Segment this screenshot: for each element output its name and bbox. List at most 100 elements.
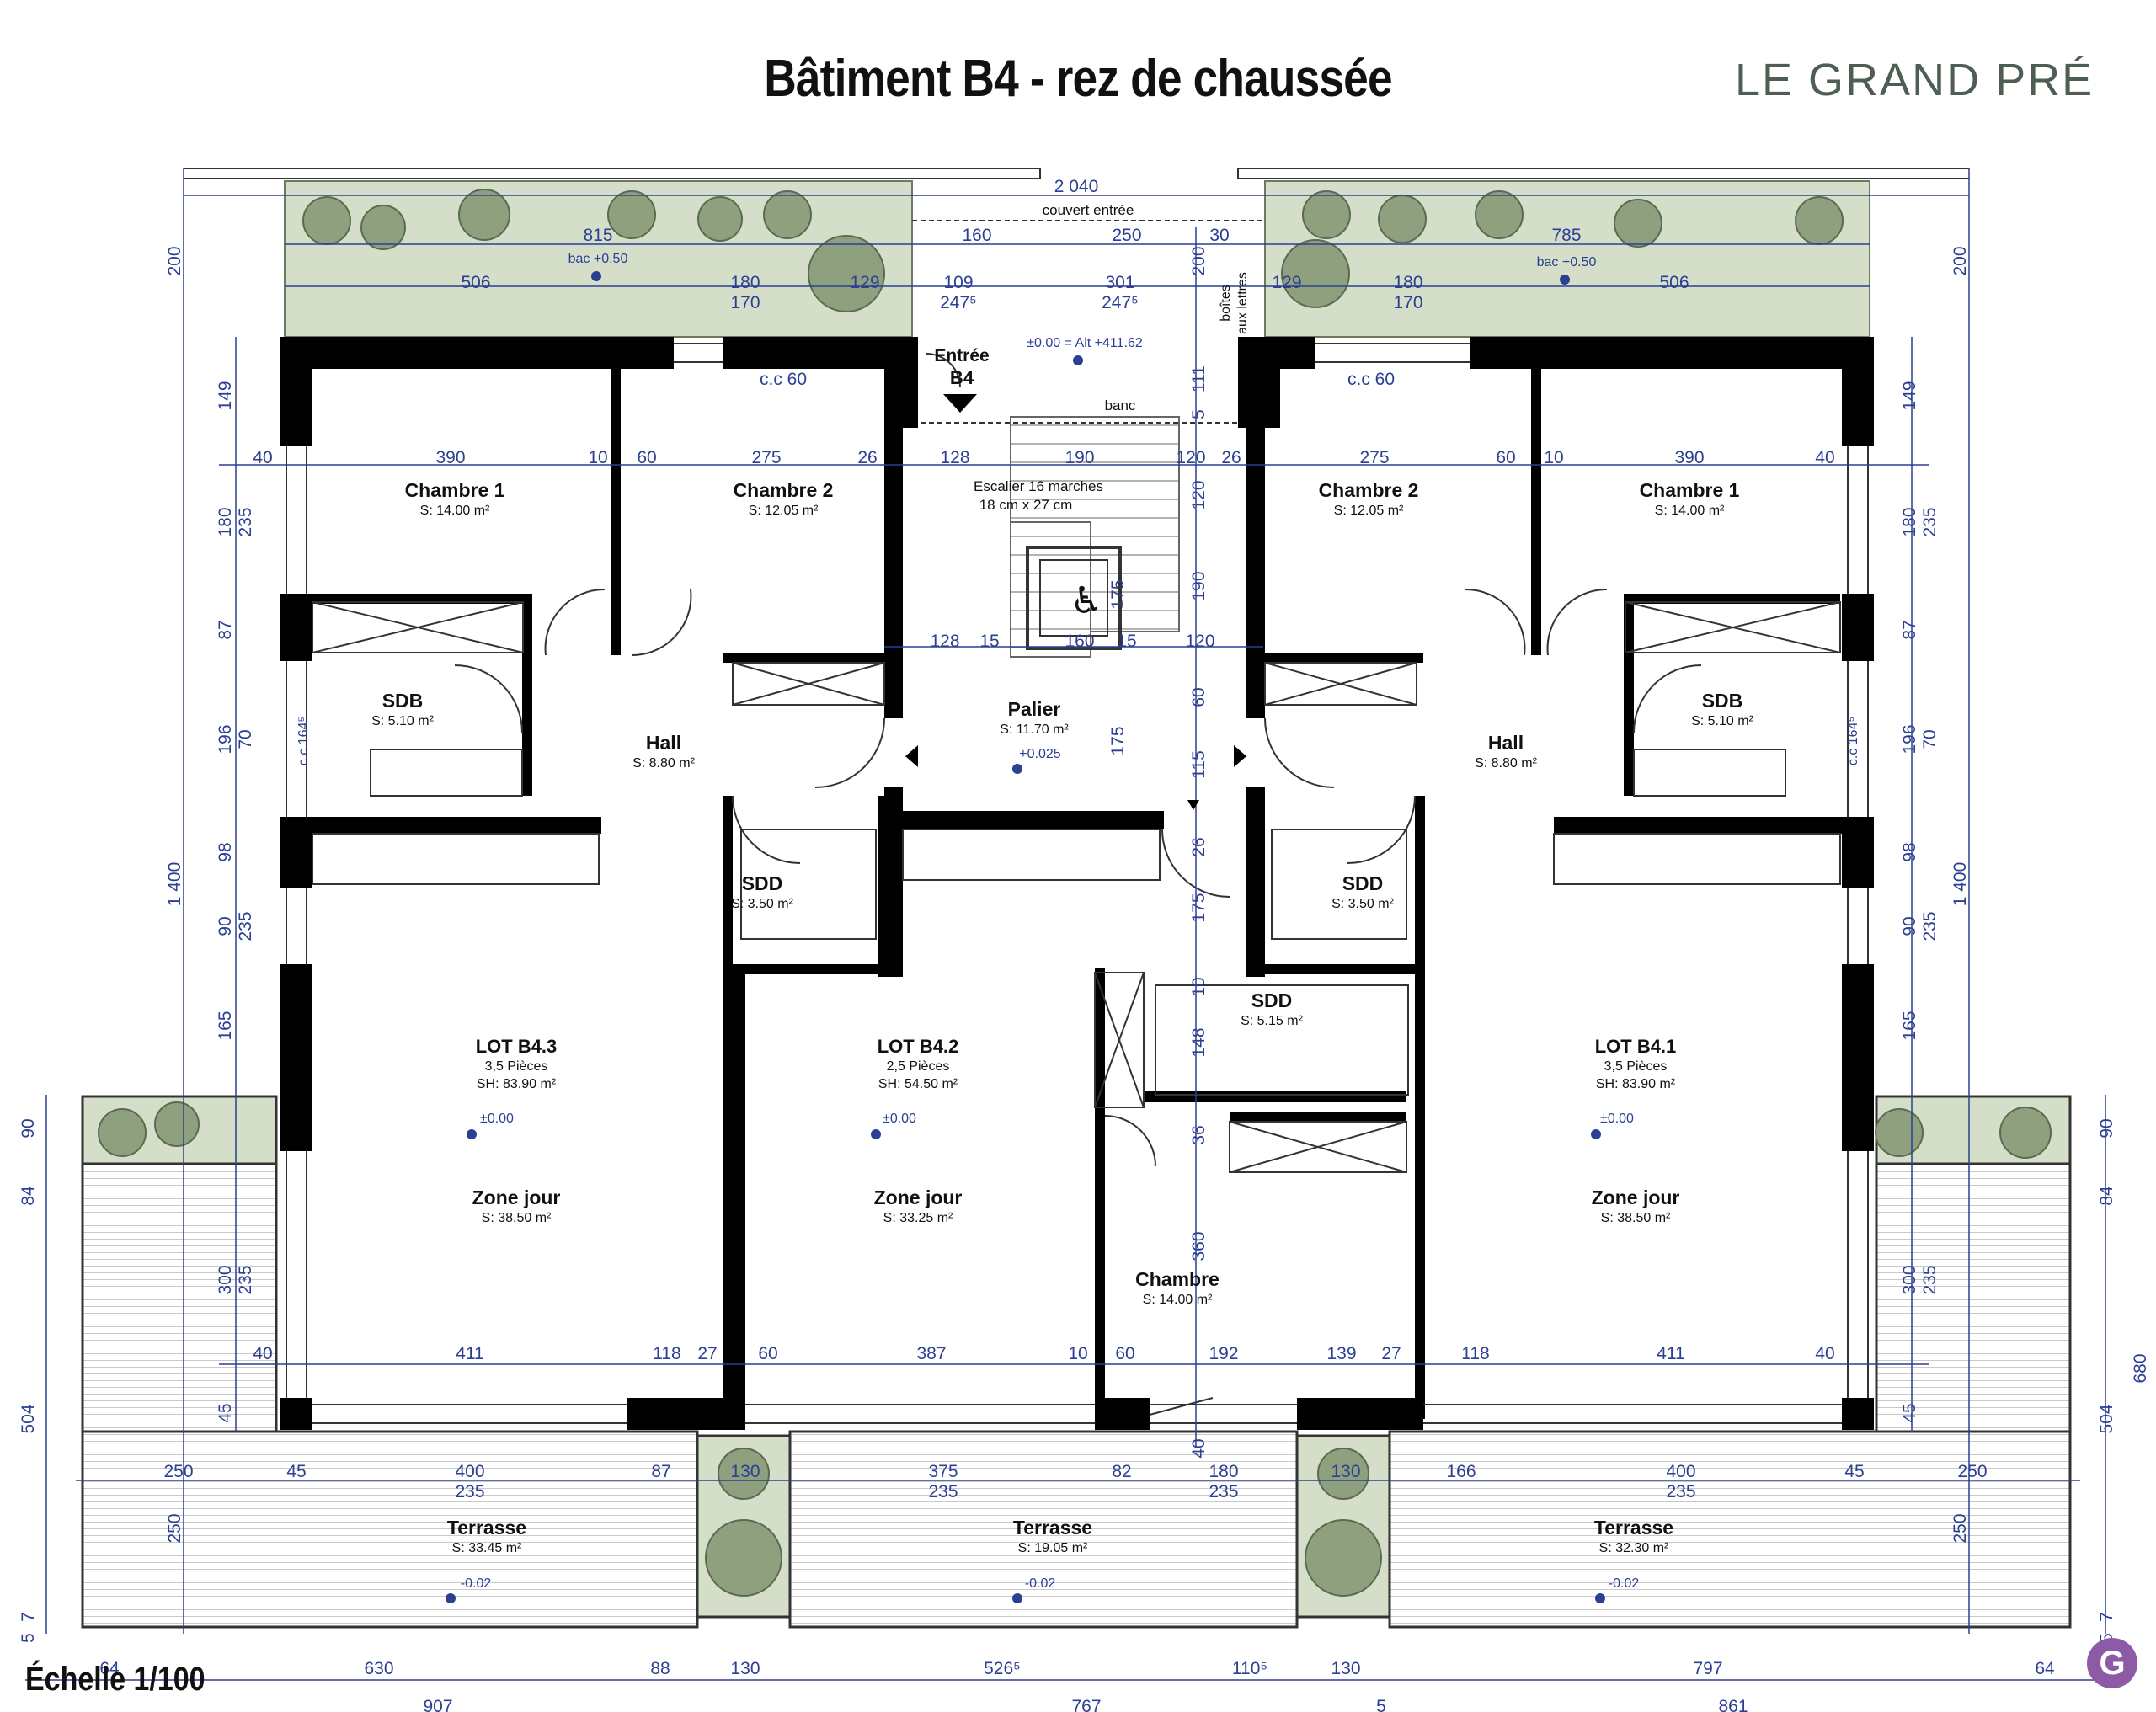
lot-sh: SH: 83.90 m² — [476, 1077, 557, 1091]
level-lot-b43: ±0.00 — [480, 1112, 514, 1126]
brand-logo: LE GRAND PRÉ — [1735, 55, 2095, 105]
dim-bed-60-r: 60 — [1496, 448, 1515, 467]
dim-bed-10-l: 10 — [588, 448, 607, 467]
dim-109: 109 — [943, 273, 973, 292]
dim-ter-235-2: 235 — [928, 1482, 958, 1501]
dimv-l-235b: 235 — [236, 911, 255, 941]
corner-logo: G — [2087, 1638, 2137, 1688]
dimension-lines — [25, 168, 2131, 1681]
dim-bed-26-l: 26 — [857, 448, 877, 467]
room-name: Chambre 1 — [1639, 479, 1740, 501]
dimv-c-10: 10 — [1189, 977, 1209, 996]
dim-2475-left: 247⁵ — [940, 293, 977, 312]
dim-pal-15-l: 15 — [979, 632, 999, 651]
deck-right — [1875, 1162, 2072, 1433]
room-area: S: 3.50 m² — [731, 897, 793, 911]
dim-bot-1105: 110⁵ — [1232, 1659, 1267, 1678]
entree-text: Entrée — [934, 346, 990, 365]
room-chambre2-left: Chambre 2 S: 12.05 m² — [734, 478, 834, 520]
dim-170-left: 170 — [730, 293, 760, 312]
dim-liv-118-r: 118 — [1461, 1344, 1489, 1363]
lot-pieces: 3,5 Pièces — [484, 1059, 548, 1074]
dim-liv-27-l: 27 — [697, 1344, 717, 1363]
dim-160: 160 — [962, 226, 991, 245]
dim-ter-130-l: 130 — [730, 1462, 760, 1481]
stairs-flight — [1010, 521, 1091, 658]
dim-ter-400-r: 400 — [1666, 1462, 1695, 1481]
dimv-c-5: 5 — [1189, 409, 1209, 419]
room-area: S: 14.00 m² — [1142, 1293, 1213, 1307]
dim-bed-128: 128 — [940, 448, 969, 467]
dimv-r-680: 680 — [2131, 1353, 2150, 1383]
level-terrasse-3: -0.02 — [1609, 1576, 1640, 1591]
label-aux-lettres: aux lettres — [1235, 272, 1250, 334]
dim-170-right: 170 — [1393, 293, 1422, 312]
dimv-l-180: 180 — [216, 507, 235, 536]
dim-bed-390-r: 390 — [1674, 448, 1704, 467]
deck-bottom-3 — [1388, 1430, 2072, 1629]
dimv-c-111: 111 — [1189, 365, 1209, 392]
lot-name: LOT B4.2 — [877, 1036, 959, 1057]
dim-ter-45-r: 45 — [1844, 1462, 1864, 1481]
building-code: B4 — [949, 367, 974, 388]
room-name: Hall — [645, 732, 682, 754]
dimv-r-70: 70 — [1920, 729, 1940, 749]
room-area: S: 32.30 m² — [1598, 1541, 1669, 1555]
dimv-r-84: 84 — [2097, 1186, 2116, 1206]
dim-ter-87: 87 — [651, 1462, 670, 1481]
level-markers — [446, 271, 1605, 1603]
dim-pal-128: 128 — [930, 632, 959, 651]
dimv-c-360: 360 — [1189, 1231, 1209, 1261]
dim-liv-387: 387 — [916, 1344, 946, 1363]
dimv-l-45: 45 — [216, 1403, 235, 1422]
dimv-c-175a: 175 — [1108, 579, 1128, 609]
dimv-r-300: 300 — [1900, 1265, 1919, 1294]
room-hall-right: Hall S: 8.80 m² — [1475, 731, 1537, 772]
room-zone-jour-right: Zone jour S: 38.50 m² — [1592, 1186, 1680, 1227]
doors — [454, 353, 1702, 1416]
dim-ter-82: 82 — [1112, 1462, 1131, 1481]
dim-liv-60-m: 60 — [1115, 1344, 1134, 1363]
dimv-l-235a: 235 — [236, 507, 255, 536]
room-sdd-center: SDD S: 5.15 m² — [1241, 989, 1303, 1030]
dimv-l-90: 90 — [216, 916, 235, 936]
dimv-r-250: 250 — [1951, 1513, 1970, 1543]
dim-506-left: 506 — [461, 273, 490, 292]
room-palier: Palier S: 11.70 m² — [1000, 697, 1069, 739]
dim-liv-40-r: 40 — [1815, 1344, 1834, 1363]
dim-bed-390-l: 390 — [435, 448, 465, 467]
dimv-l-5: 5 — [19, 1633, 38, 1643]
dim-bed-275-l: 275 — [751, 448, 781, 467]
room-name: SDB — [1701, 690, 1743, 712]
level-palier: +0.025 — [1019, 747, 1060, 761]
dim-bot2-767: 767 — [1071, 1697, 1101, 1712]
dim-301: 301 — [1105, 273, 1134, 292]
dimv-l-70: 70 — [236, 729, 255, 749]
dimv-l-196: 196 — [216, 724, 235, 754]
room-name: Zone jour — [472, 1187, 561, 1208]
dim-bed-10-r: 10 — [1544, 448, 1563, 467]
room-name: Terrasse — [446, 1517, 527, 1539]
lot-pieces: 2,5 Pièces — [886, 1059, 950, 1074]
dimv-l-200: 200 — [165, 246, 184, 275]
room-area: S: 8.80 m² — [632, 756, 695, 771]
dim-bed-60-l: 60 — [637, 448, 656, 467]
lot-pieces: 3,5 Pièces — [1604, 1059, 1668, 1074]
dim-ter-250-r: 250 — [1957, 1462, 1987, 1481]
room-name: Chambre 2 — [733, 479, 834, 501]
room-chambre1-left: Chambre 1 S: 14.00 m² — [405, 478, 505, 520]
wheelchair-icon: ♿ — [1070, 579, 1102, 622]
room-name: Zone jour — [873, 1187, 963, 1208]
room-name: Hall — [1487, 732, 1524, 754]
dim-bot-130-l: 130 — [730, 1659, 760, 1678]
room-area: S: 5.10 m² — [371, 714, 434, 728]
label-boites: boîtes — [1219, 285, 1233, 322]
label-cc60-right: c.c 60 — [1348, 370, 1395, 389]
dim-ter-45-l: 45 — [286, 1462, 306, 1481]
level-bac-right: bac +0.50 — [1537, 255, 1597, 269]
dim-pal-120: 120 — [1185, 632, 1214, 651]
dimv-c-148: 148 — [1189, 1027, 1209, 1057]
room-name: Chambre 1 — [404, 479, 505, 501]
dim-liv-411-r: 411 — [1657, 1344, 1684, 1363]
